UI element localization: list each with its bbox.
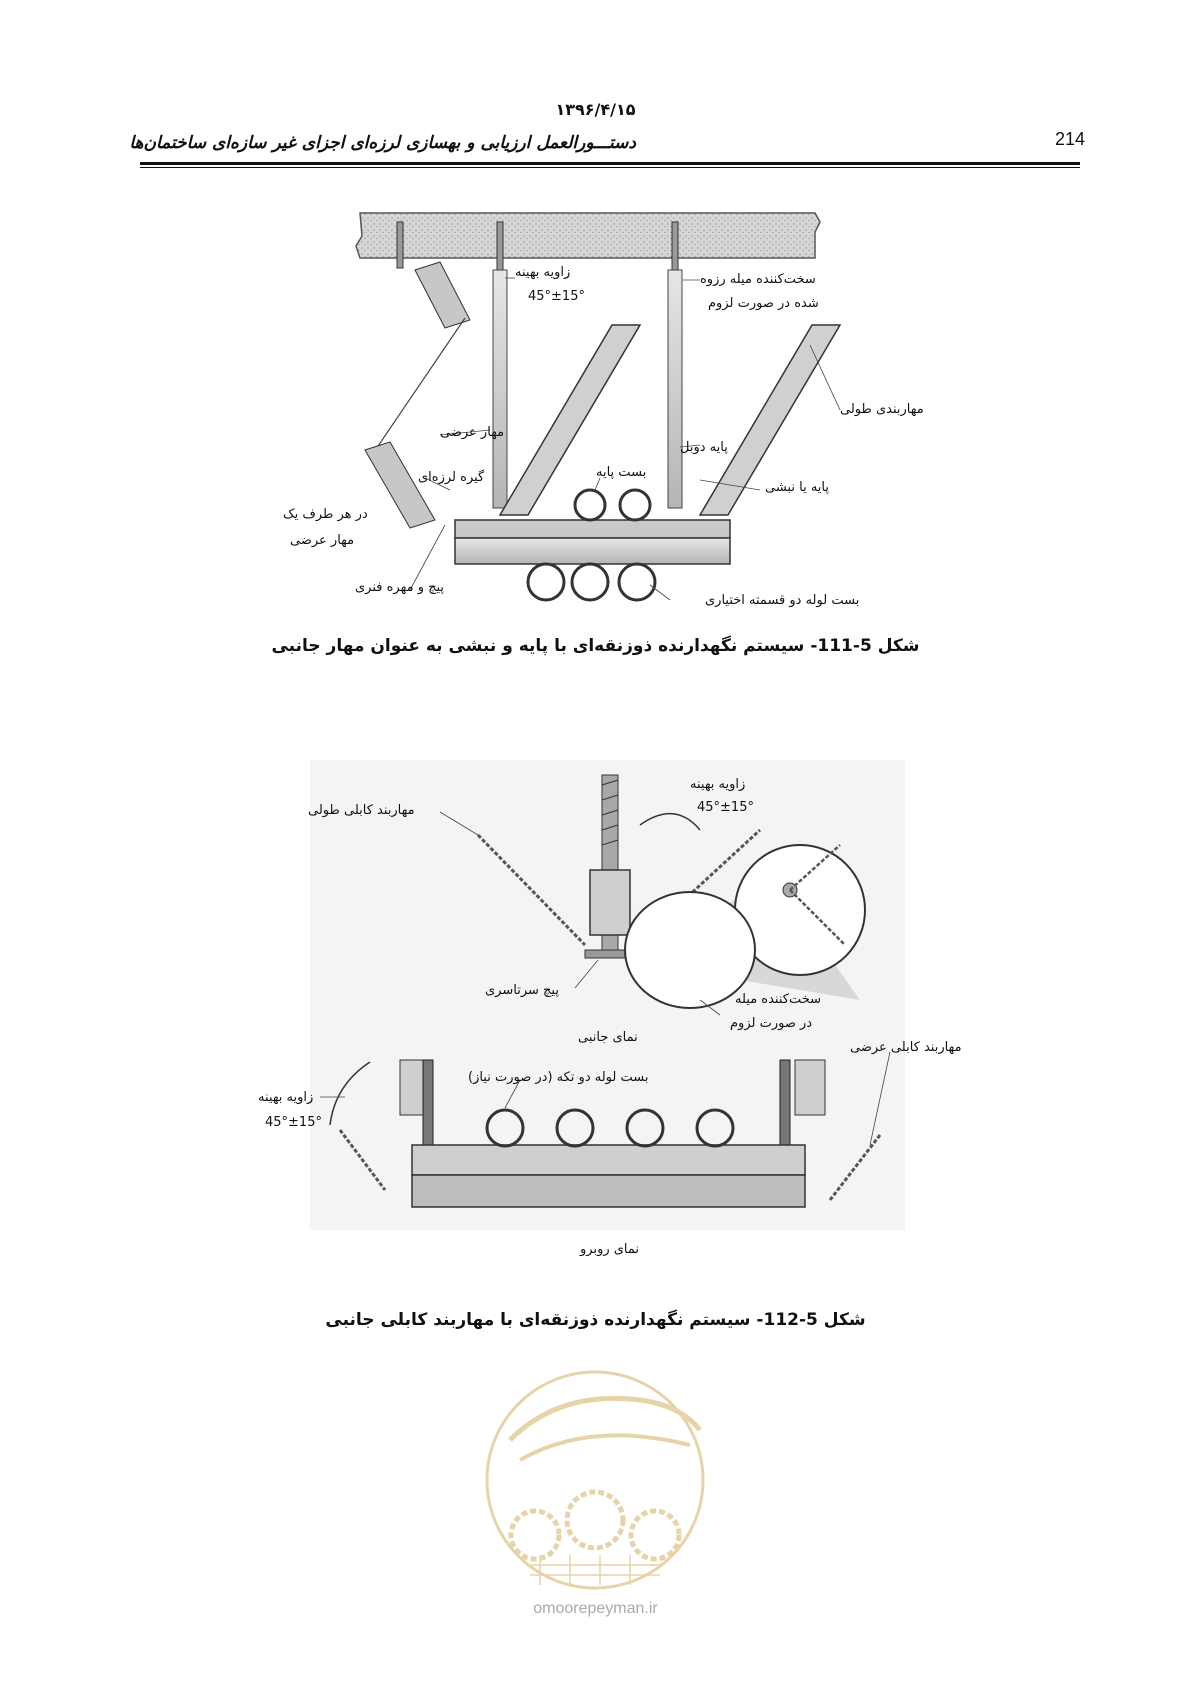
fig1-label-seismic-clip: گیره لرزه‌ای [418, 470, 485, 485]
fig1-label-spring-nut: پیچ و مهره فنری [355, 580, 445, 595]
fig1-label-each-side-2: مهار عرضی [290, 533, 355, 548]
fig2-label-front-view: نمای روبرو [580, 1242, 640, 1257]
fig1-label-stiffener-1: سخت‌کننده میله رزوه [700, 272, 816, 287]
fig2-label-angle-top: 45°±15° [697, 800, 754, 815]
fig2-label-rod-stiffener-2: در صورت لزوم [730, 1016, 813, 1031]
fig1-label-each-side-1: در هر طرف یک [283, 507, 368, 522]
figure1-caption: شکل 5-111- سیستم نگهدارنده ذوزنقه‌ای با … [271, 636, 920, 656]
fig1-label-double-strut: پایه دوبل [680, 440, 728, 455]
fig1-label-longitudinal-brace: مهاربندی طولی [840, 402, 924, 417]
fig1-label-strut-clamp: بست پایه [596, 465, 647, 480]
fig2-label-longitudinal-cable: مهاربند کابلی طولی [308, 803, 415, 818]
fig1-label-optional-clamp: بست لوله دو قسمته اختیاری [705, 593, 860, 608]
page-number: 214 [1055, 129, 1086, 149]
header-rule-thin [140, 167, 1080, 168]
fig1-label-transverse-brace: مهار عرضی [440, 425, 505, 440]
fig1-label-strut-or-angle: پایه یا نبشی [765, 480, 829, 495]
figure2-caption: شکل 5-112- سیستم نگهدارنده ذوزنقه‌ای با … [325, 1310, 866, 1330]
fig2-label-optimal-angle-left: زاویه بهینه [258, 1090, 314, 1105]
fig2-label-side-view: نمای جانبی [578, 1030, 638, 1045]
header-rule-thick [140, 162, 1080, 165]
fig2-label-rod-stiffener-1: سخت‌کننده میله [735, 992, 822, 1007]
fig2-label-transverse-cable: مهاربند کابلی عرضی [850, 1040, 962, 1055]
fig1-label-stiffener-2: شده در صورت لزوم [708, 296, 819, 311]
fig1-label-angle-value: 45°±15° [528, 289, 585, 304]
fig2-label-two-piece-clamp: بست لوله دو تکه (در صورت نیاز) [468, 1070, 649, 1085]
fig2-label-angle-left: 45°±15° [265, 1115, 322, 1130]
header-date: ۱۳۹۶/۴/۱۵ [555, 100, 636, 119]
watermark-url: omoorepeyman.ir [533, 1600, 658, 1617]
fig2-label-optimal-angle-top: زاویه بهینه [690, 777, 746, 792]
fig2-label-through-bolt: پیچ سرتاسری [485, 983, 559, 998]
header-title: دستـــورالعمل ارزیابی و بهسازی لرزه‌ای ا… [129, 133, 636, 153]
fig1-label-optimal-angle: زاویه بهینه [515, 265, 571, 280]
